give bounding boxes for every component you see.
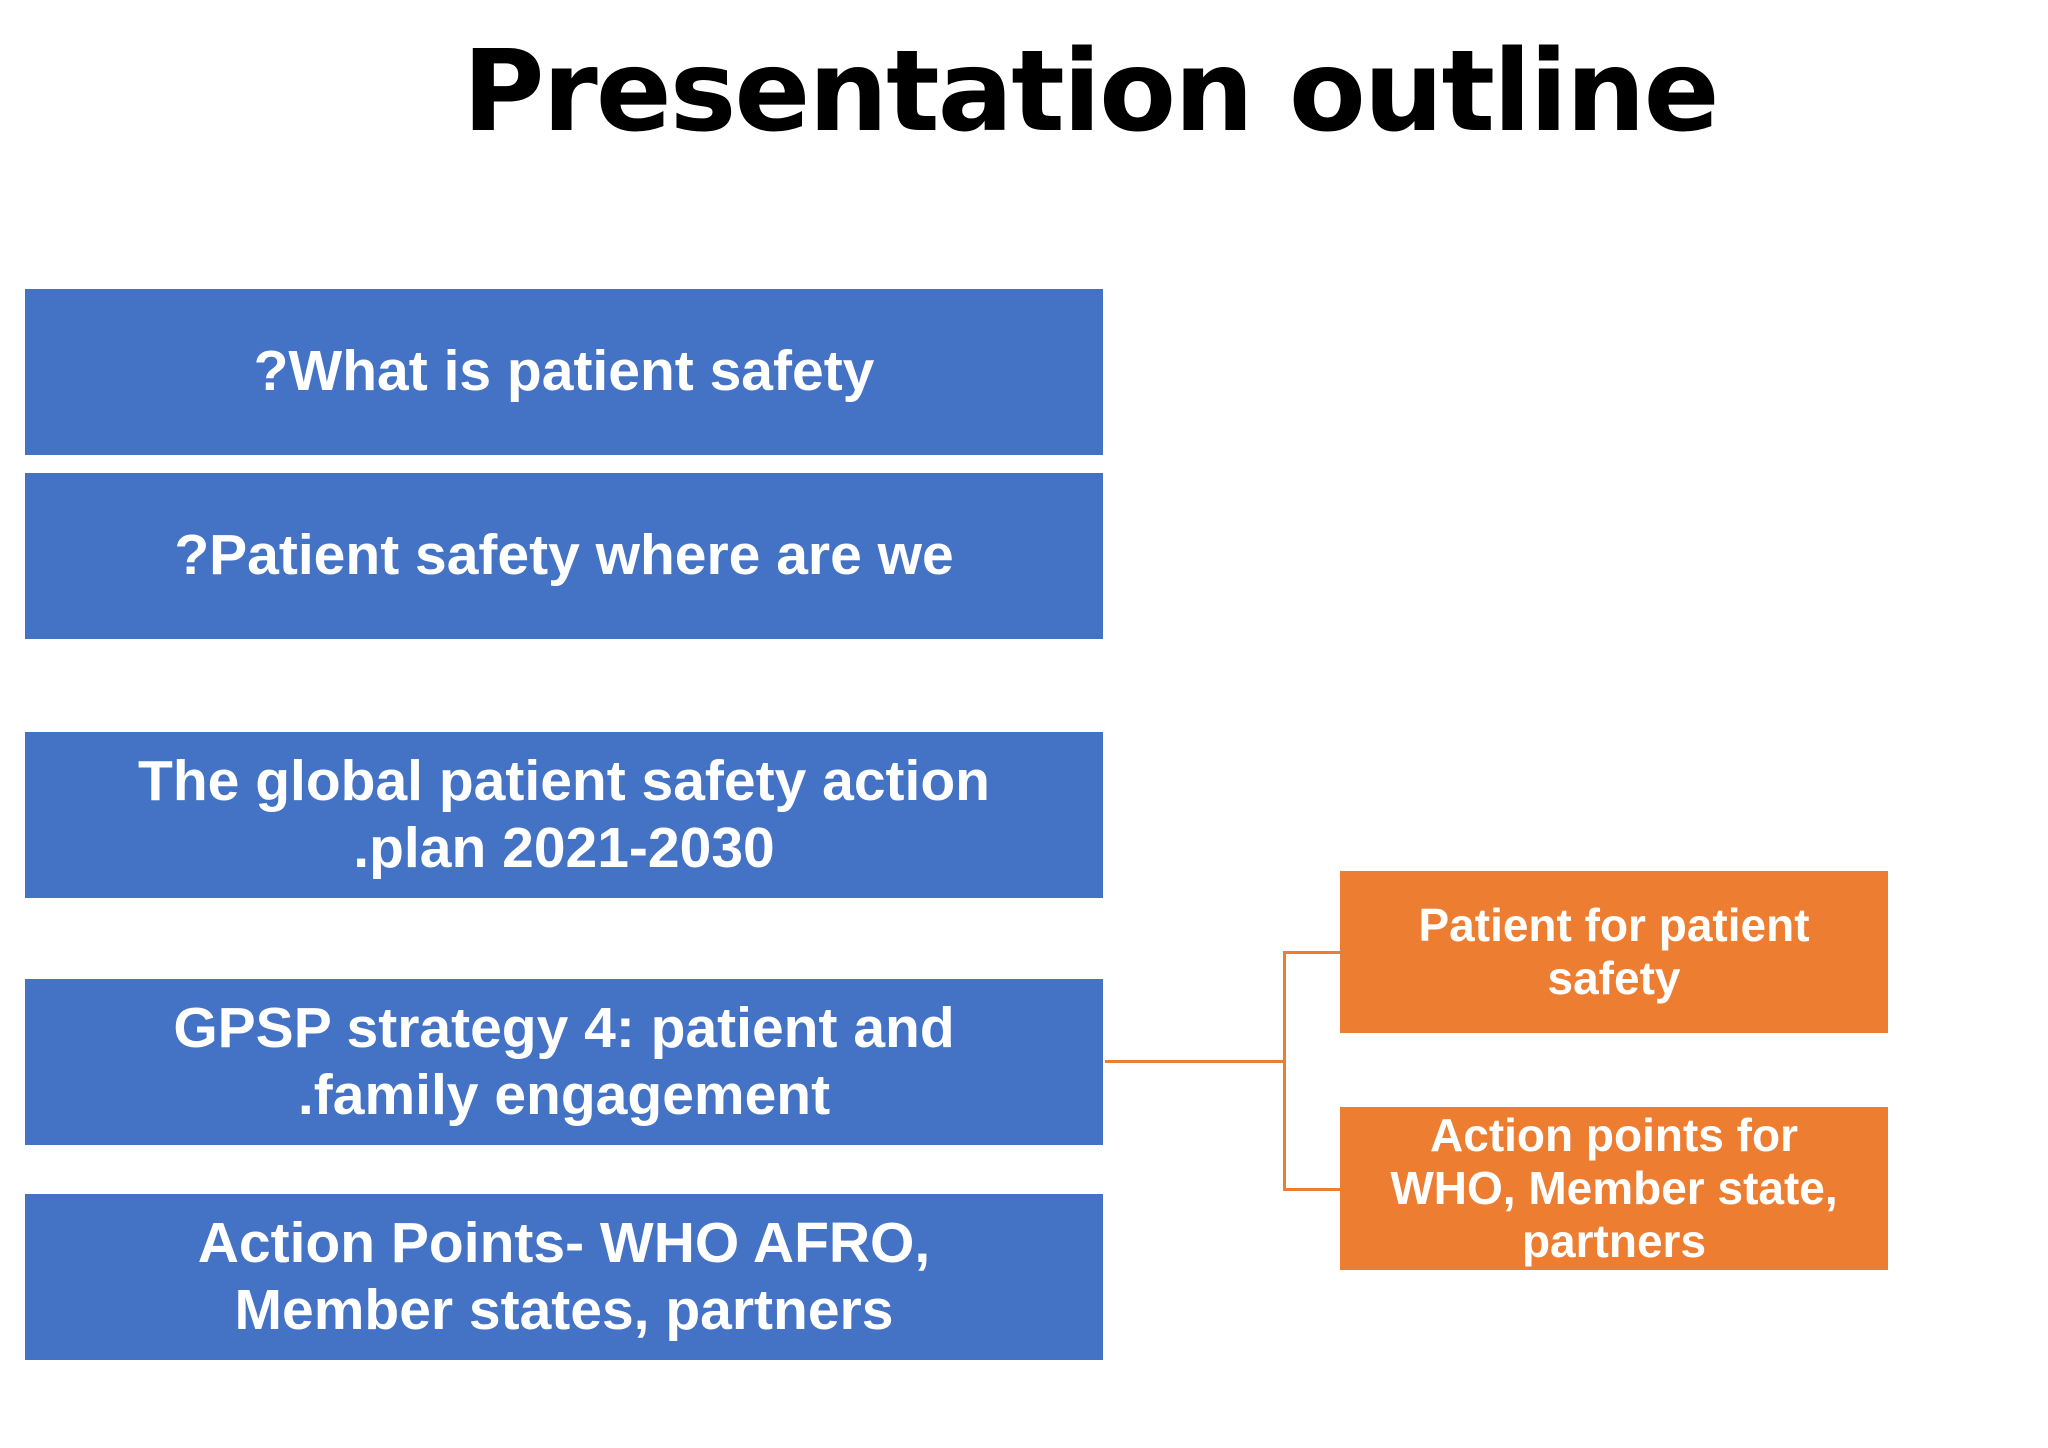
outline-box-gpsp-strategy-4: GPSP strategy 4: patient and .family eng…	[25, 979, 1103, 1145]
outline-box-action-points-who-afro: Action Points- WHO AFRO, Member states, …	[25, 1194, 1103, 1360]
connector-line-horizontal-main	[1105, 1060, 1285, 1063]
branch-box-patient-for-patient-safety: Patient for patient safety	[1340, 871, 1888, 1033]
outline-box-global-patient-safety-action-plan: The global patient safety action .plan 2…	[25, 732, 1103, 898]
slide-title: Presentation outline	[462, 27, 1719, 157]
connector-stub-top	[1286, 951, 1340, 954]
connector-stub-bottom	[1286, 1188, 1340, 1191]
outline-box-what-is-patient-safety: ?What is patient safety	[25, 289, 1103, 455]
branch-box-action-points-who-member-state-partners: Action points for WHO, Member state, par…	[1340, 1107, 1888, 1270]
outline-box-patient-safety-where-are-we: ?Patient safety where are we	[25, 473, 1103, 639]
connector-line-vertical	[1283, 951, 1286, 1191]
